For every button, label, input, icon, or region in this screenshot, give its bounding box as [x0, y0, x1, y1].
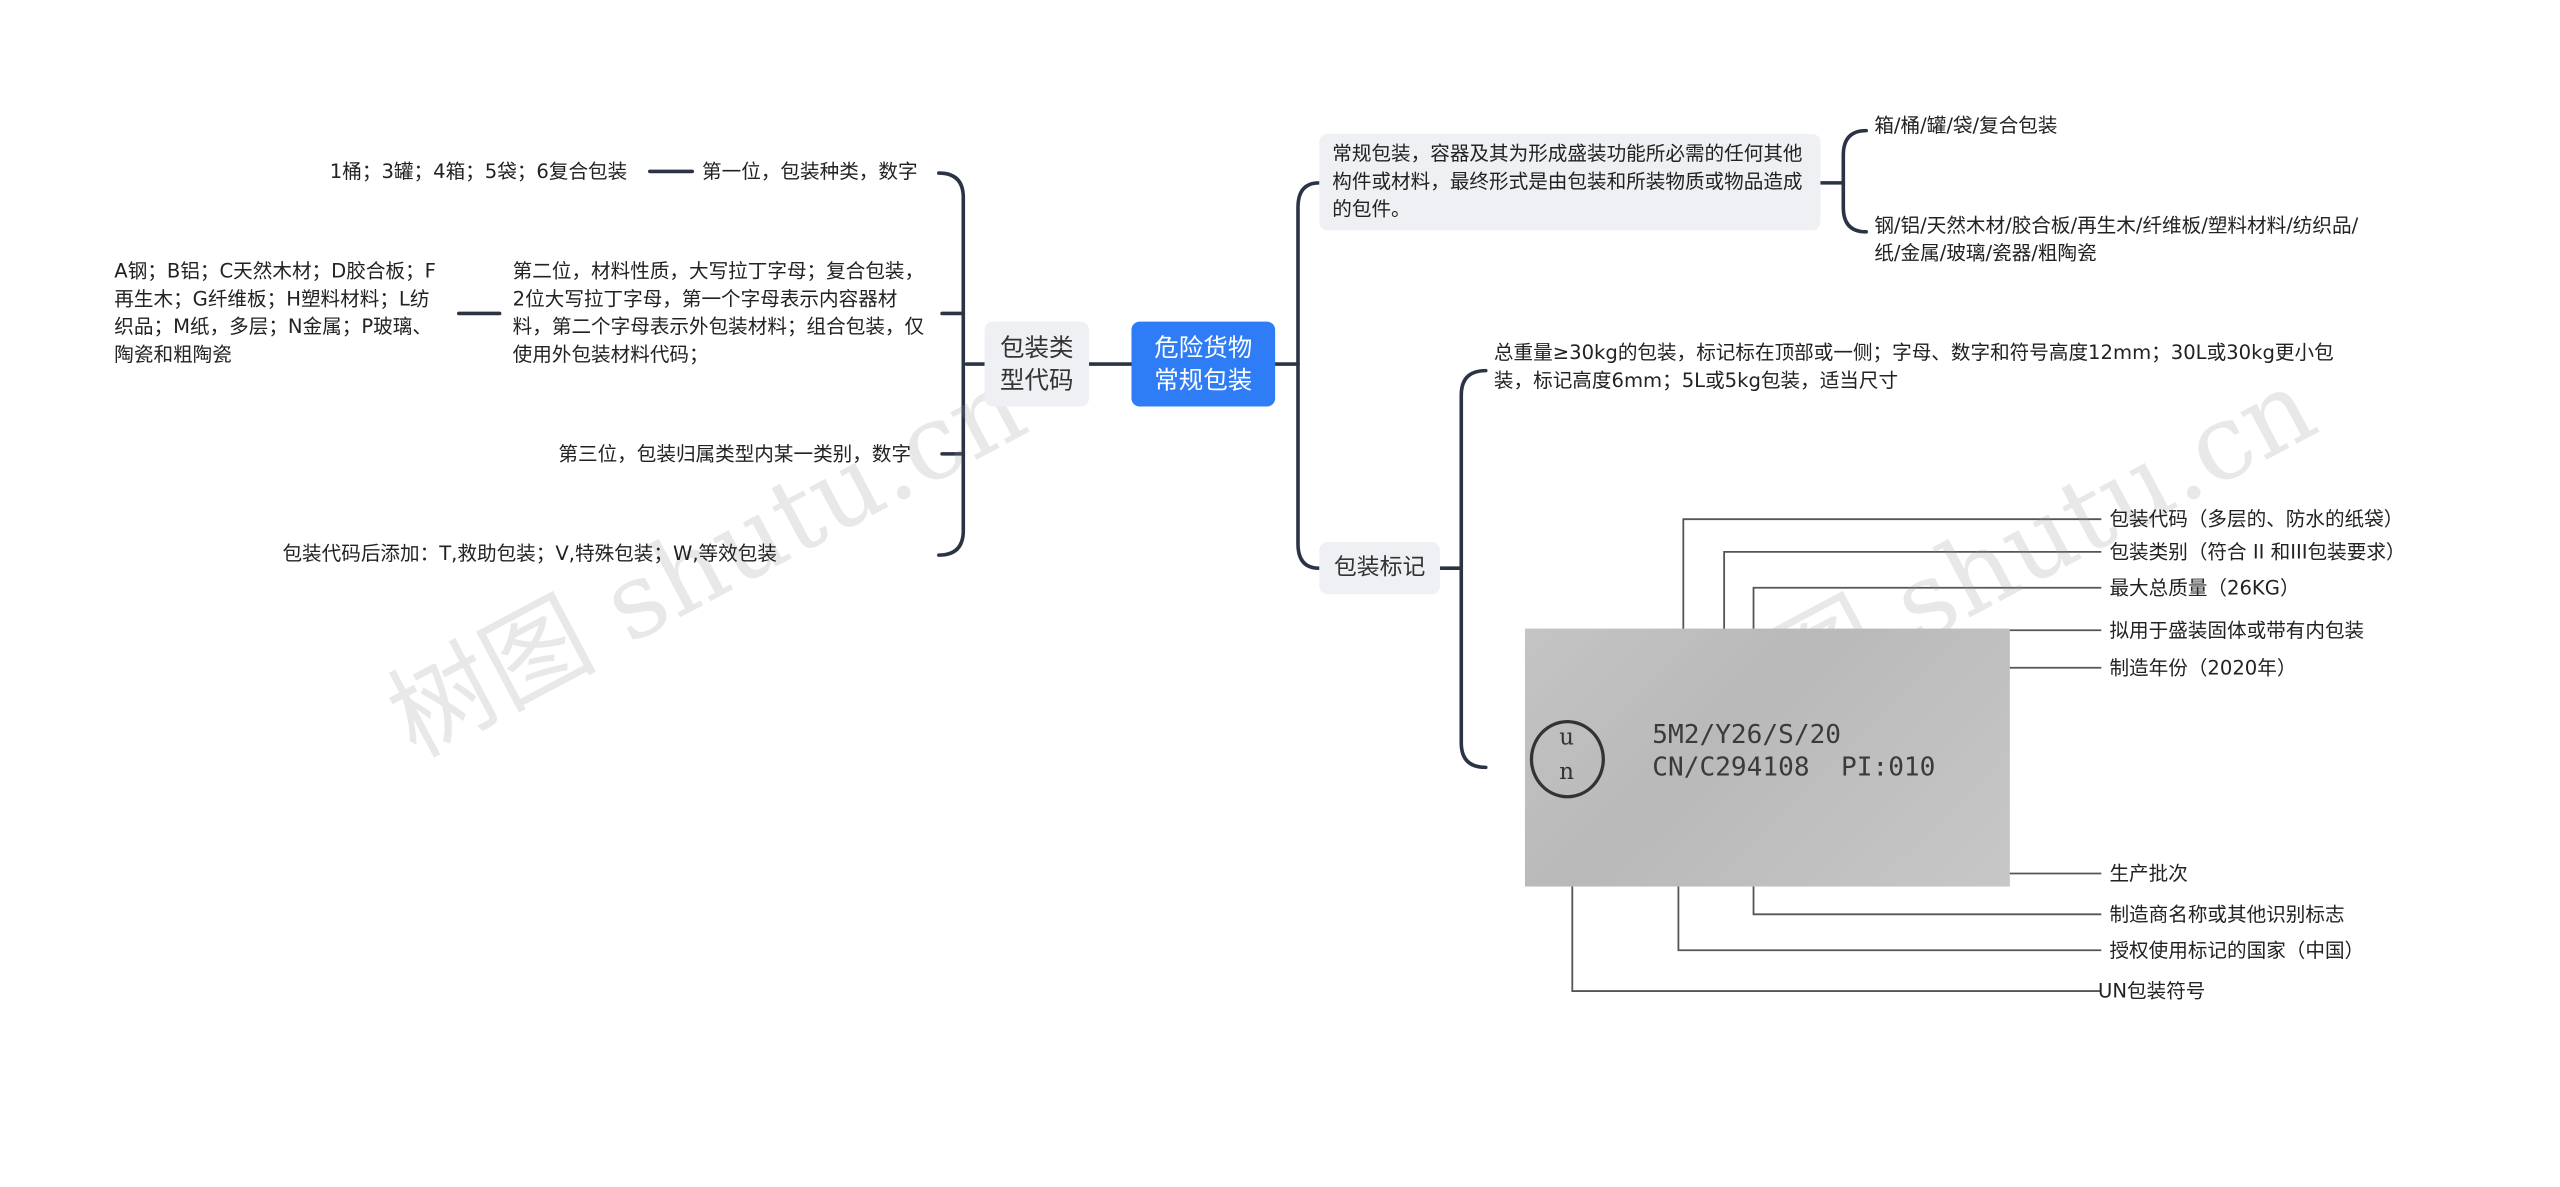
- first-position-values[interactable]: 1桶；3罐；4箱；5袋；6复合包装: [329, 160, 628, 183]
- un-letter-top: u: [1559, 724, 1574, 752]
- mark-line1: 5M2/Y26/S/20: [1652, 718, 1842, 750]
- code-topic-line2: 型代码: [1000, 365, 1074, 396]
- bracket-right: [1296, 181, 1322, 570]
- un-symbol-icon: [1529, 720, 1605, 799]
- root-label-line2: 常规包装: [1154, 365, 1253, 396]
- marking-topic[interactable]: 包装标记: [1319, 542, 1441, 595]
- annotation-package-code: 包装代码（多层的、防水的纸袋）: [2109, 507, 2404, 531]
- third-position-label[interactable]: 第三位，包装归属类型内某一类别，数字: [558, 442, 912, 466]
- annotation-batch: 生产批次: [2109, 862, 2188, 885]
- annotation-manufacturer: 制造商名称或其他识别标志: [2109, 902, 2345, 926]
- bracket-marking: [1438, 368, 1488, 770]
- general-package-note[interactable]: 常规包装，容器及其为形成盛装功能所必需的任何其他构件或材料，最终形式是由包装和所…: [1319, 133, 1821, 231]
- second-position-values[interactable]: A钢；B铝；C天然木材；D胶合板；F再生木；G纤维板；H塑料材料；L纺织品；M纸…: [114, 259, 436, 366]
- annotation-package-group: 包装类别（符合 II 和III包装要求）: [2109, 540, 2406, 564]
- general-child-types[interactable]: 箱/桶/罐/袋/复合包装: [1874, 114, 2058, 138]
- code-topic[interactable]: 包装类 型代码: [984, 321, 1090, 407]
- suffix-label[interactable]: 包装代码后添加：T,救助包装；V,特殊包装；W,等效包装: [282, 542, 777, 565]
- annotation-country: 授权使用标记的国家（中国）: [2109, 938, 2365, 962]
- first-position-label[interactable]: 第一位，包装种类，数字: [702, 160, 918, 183]
- bracket-general: [1818, 128, 1868, 234]
- general-child-materials[interactable]: 钢/铝/天然木材/胶合板/再生木/纤维板/塑料材料/纺织品/纸/金属/玻璃/瓷器…: [1874, 213, 2359, 265]
- root-topic[interactable]: 危险货物 常规包装: [1131, 321, 1276, 407]
- code-topic-line1: 包装类: [1000, 333, 1074, 363]
- root-label-line1: 危险货物: [1154, 333, 1253, 363]
- marking-description[interactable]: 总重量≥30kg的包装，标记标在顶部或一侧；字母、数字和符号高度12mm；30L…: [1493, 341, 2334, 392]
- un-letter-bottom: n: [1559, 759, 1574, 786]
- un-marking-image: [1524, 628, 2010, 887]
- mark-line2: CN/C294108 PI:010: [1652, 751, 1936, 783]
- second-position-label[interactable]: 第二位，材料性质，大写拉丁字母；复合包装，2位大写拉丁字母，第一个字母表示内容器…: [512, 259, 925, 366]
- annotation-max-mass: 最大总质量（26KG）: [2109, 576, 2300, 600]
- annotation-solid-inner: 拟用于盛装固体或带有内包装: [2109, 618, 2365, 642]
- annotation-un-symbol: UN包装符号: [2098, 979, 2206, 1003]
- annotation-year: 制造年份（2020年）: [2109, 656, 2297, 680]
- bracket-left: [937, 171, 987, 557]
